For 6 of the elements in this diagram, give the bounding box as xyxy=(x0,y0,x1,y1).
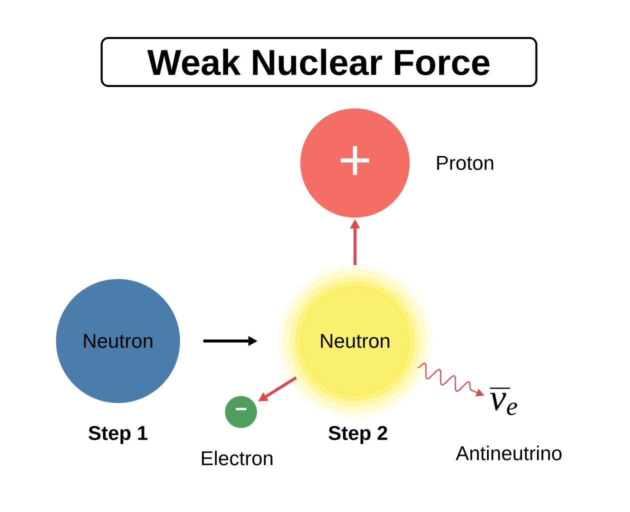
step-label: Step 1 xyxy=(88,426,148,444)
particle-label: Proton xyxy=(437,156,494,170)
particle-label: Electron xyxy=(202,450,272,466)
particle-label: Antineutrino xyxy=(456,446,562,460)
step-label: Step 2 xyxy=(328,426,388,444)
title-box: Weak Nuclear Force xyxy=(100,37,538,87)
